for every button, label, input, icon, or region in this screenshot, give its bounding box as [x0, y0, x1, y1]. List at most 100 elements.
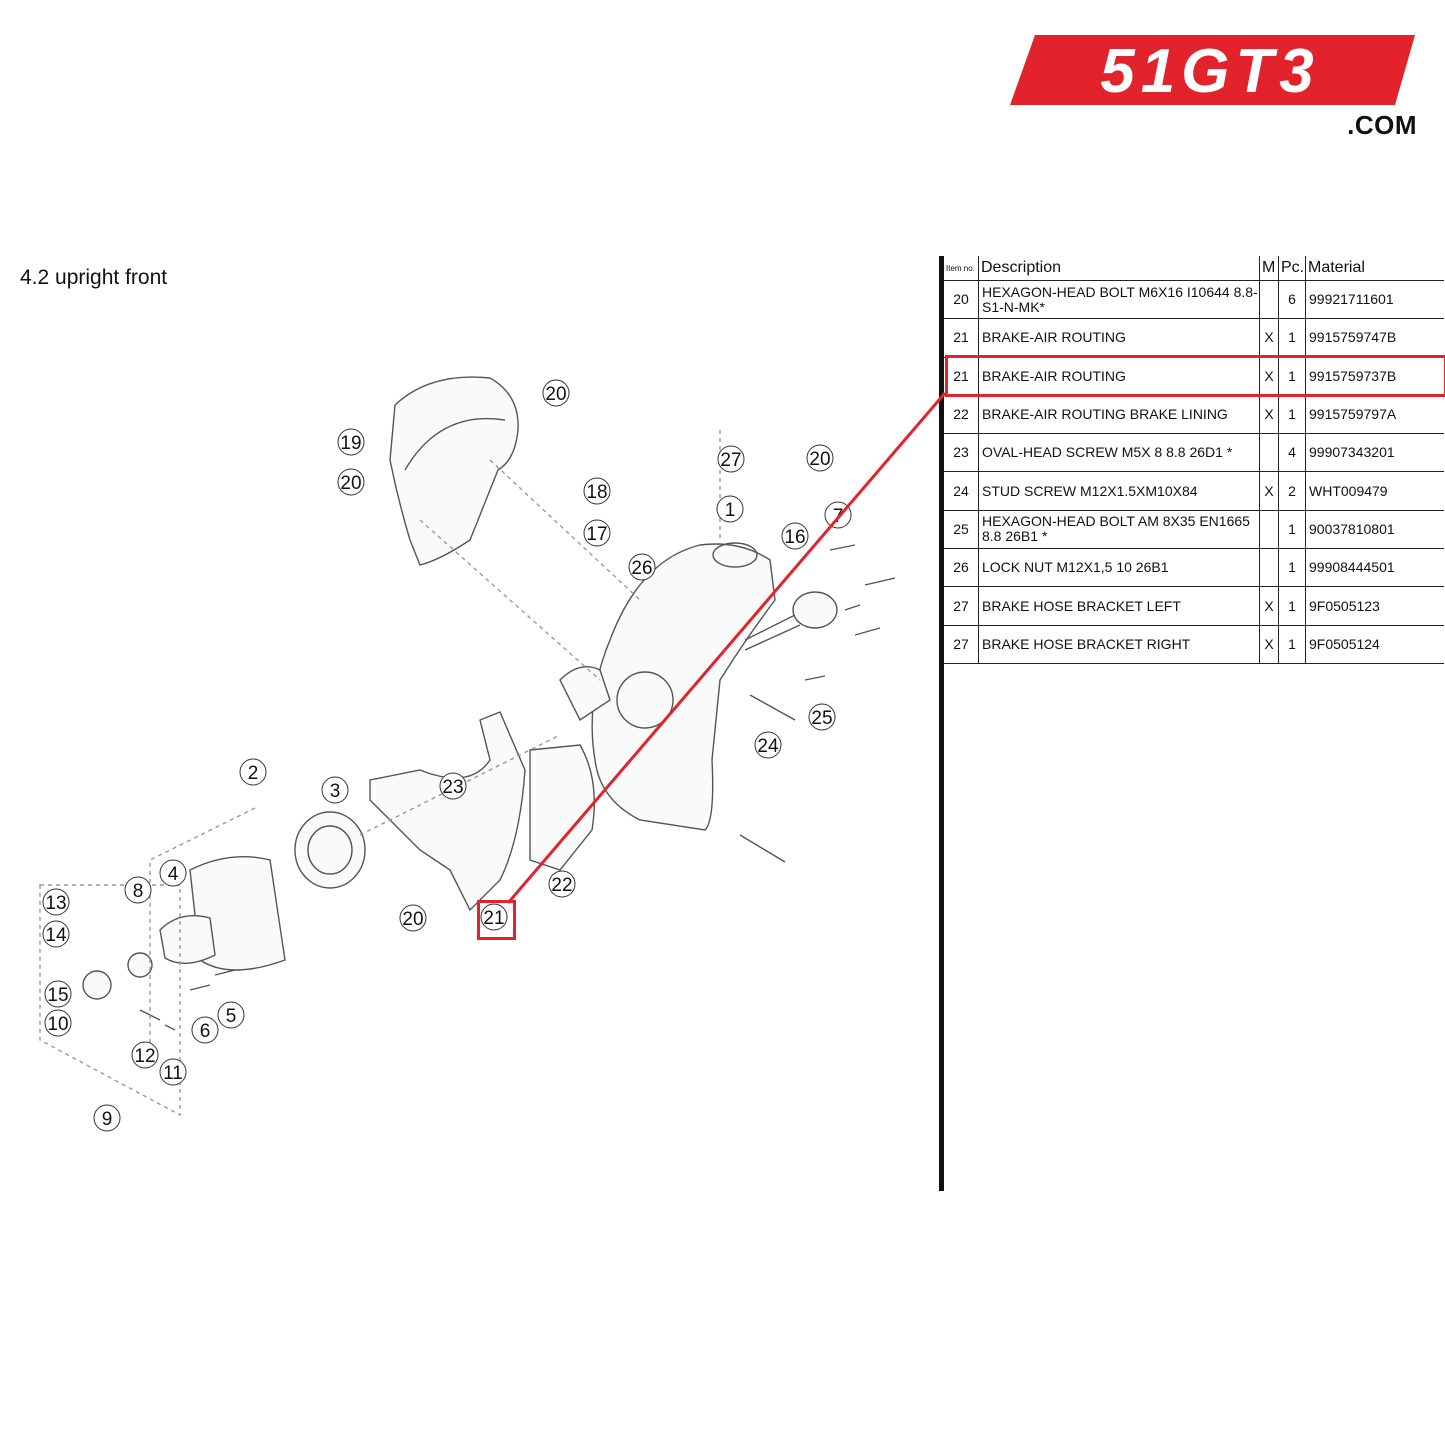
cell-pc: 1	[1278, 318, 1306, 358]
svg-text:15: 15	[47, 985, 68, 1006]
label-2: 2	[239, 758, 267, 786]
cell-pc: 2	[1278, 471, 1306, 511]
svg-text:25: 25	[811, 708, 832, 729]
cell-material: 90037810801	[1305, 510, 1444, 550]
cell-m: X	[1259, 625, 1279, 664]
cell-m: X	[1259, 318, 1279, 358]
cell-m: X	[1259, 395, 1279, 435]
svg-text:11: 11	[163, 1063, 183, 1084]
svg-text:12: 12	[134, 1046, 155, 1067]
header-description: Description	[978, 256, 1260, 281]
svg-text:8: 8	[133, 881, 144, 902]
cell-description: OVAL-HEAD SCREW M5X 8 8.8 26D1 *	[978, 433, 1260, 473]
cell-description: BRAKE-AIR ROUTING BRAKE LINING	[978, 395, 1260, 435]
cell-description: STUD SCREW M12X1.5XM10X84	[978, 471, 1260, 511]
brand-logo[interactable]: 51GT3 .COM	[1005, 30, 1417, 140]
label-22: 22	[548, 870, 576, 898]
label-21: 21	[480, 903, 508, 931]
cell-pc: 1	[1278, 548, 1306, 588]
svg-text:16: 16	[784, 527, 805, 548]
header-material: Material	[1305, 256, 1444, 281]
svg-text:20: 20	[340, 473, 361, 494]
section-title: 4.2 upright front	[20, 266, 168, 289]
cell-item: 22	[944, 395, 979, 435]
svg-text:27: 27	[720, 450, 741, 471]
cell-m	[1259, 280, 1279, 320]
cell-material: 9915759747B	[1305, 318, 1444, 358]
cell-pc: 1	[1278, 395, 1306, 435]
logo-mark: 51GT3	[1010, 35, 1415, 106]
svg-text:3: 3	[330, 781, 341, 802]
label-6: 6	[191, 1016, 219, 1044]
svg-text:20: 20	[402, 909, 423, 930]
header-pc: Pc.	[1278, 256, 1306, 281]
label-27: 27	[717, 445, 745, 473]
label-25: 25	[808, 703, 836, 731]
label-20a: 20	[542, 379, 570, 407]
cell-description: LOCK NUT M12X1,5 10 26B1	[978, 548, 1260, 588]
header-item-no: Item no.	[944, 256, 979, 281]
header-m: M	[1259, 256, 1279, 281]
label-20d: 20	[399, 904, 427, 932]
cell-material: 9F0505124	[1305, 625, 1444, 664]
cell-pc: 1	[1278, 586, 1306, 626]
label-14: 14	[42, 920, 70, 948]
cell-item: 25	[944, 510, 979, 550]
cell-item: 26	[944, 548, 979, 588]
label-1: 1	[716, 495, 744, 523]
cell-material: 9915759797A	[1305, 395, 1444, 435]
label-26: 26	[628, 553, 656, 581]
callout-labels: 1 2 3 4 5 6 7 8 9 10 11 12 13 14 15 16 1…	[42, 379, 852, 1132]
cell-item: 27	[944, 625, 979, 664]
svg-text:13: 13	[45, 893, 66, 914]
label-11: 11	[159, 1058, 187, 1086]
svg-text:26: 26	[631, 558, 652, 579]
label-19: 19	[337, 428, 365, 456]
svg-text:20: 20	[545, 384, 566, 405]
label-20c: 20	[806, 444, 834, 472]
cell-material: 9915759737B	[1305, 357, 1444, 396]
cell-description: HEXAGON-HEAD BOLT AM 8X35 EN1665 8.8 26B…	[978, 510, 1260, 550]
cell-item: 27	[944, 586, 979, 626]
label-23: 23	[439, 772, 467, 800]
cell-pc: 4	[1278, 433, 1306, 473]
svg-text:20: 20	[809, 449, 830, 470]
highlight-diagram-box	[477, 900, 516, 940]
label-4: 4	[159, 859, 187, 887]
svg-text:10: 10	[47, 1014, 68, 1035]
label-9: 9	[93, 1104, 121, 1132]
table-header-row: Item no. Description M Pc. Material	[944, 256, 1444, 281]
cell-item: 23	[944, 433, 979, 473]
cell-item: 24	[944, 471, 979, 511]
svg-text:21: 21	[483, 908, 504, 929]
cell-description: HEXAGON-HEAD BOLT M6X16 I10644 8.8-S1-N-…	[978, 280, 1260, 320]
label-3: 3	[321, 776, 349, 804]
label-20b: 20	[337, 468, 365, 496]
cell-description: BRAKE HOSE BRACKET RIGHT	[978, 625, 1260, 664]
cell-pc: 6	[1278, 280, 1306, 320]
svg-text:9: 9	[102, 1109, 113, 1130]
svg-text:18: 18	[586, 482, 607, 503]
cell-m	[1259, 433, 1279, 473]
logo-text: 51GT3	[1100, 37, 1320, 106]
cell-material: 99907343201	[1305, 433, 1444, 473]
logo-domain: .COM	[1347, 110, 1417, 140]
cell-material: 99908444501	[1305, 548, 1444, 588]
cell-m	[1259, 548, 1279, 588]
svg-text:5: 5	[226, 1006, 237, 1027]
label-12: 12	[131, 1041, 159, 1069]
label-17: 17	[583, 519, 611, 547]
cell-material: 99921711601	[1305, 280, 1444, 320]
highlight-row-box	[945, 355, 1445, 397]
exploded-diagram: 1 2 3 4 5 6 7 8 9 10 11 12 13 14 15 16 1…	[0, 340, 940, 1160]
